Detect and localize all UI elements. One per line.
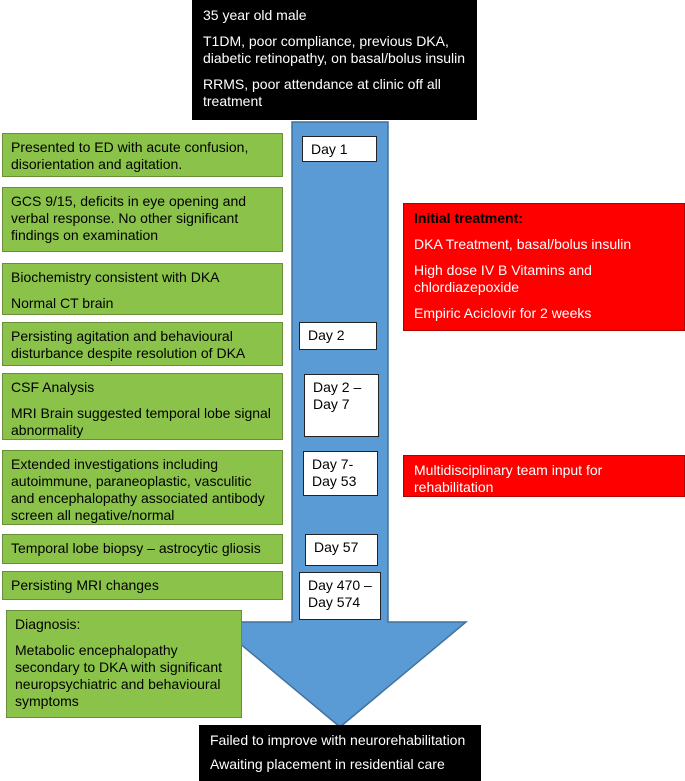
step-text: GCS 9/15, deficits in eye opening and ve… [11, 193, 247, 243]
step-box-csf-mri: CSF Analysis MRI Brain suggested tempora… [2, 373, 283, 440]
initial-treatment-box: Initial treatment: DKA Treatment, basal/… [403, 203, 685, 331]
patient-summary-line: RRMS, poor attendance at clinic off all … [203, 76, 441, 109]
step-text: Presented to ED with acute confusion, di… [11, 139, 249, 172]
step-box-biochemistry: Biochemistry consistent with DKA Normal … [2, 263, 283, 315]
day-label: Day 57 [305, 534, 378, 566]
step-text: Normal CT brain [11, 295, 114, 311]
step-box-biopsy: Temporal lobe biopsy – astrocytic gliosi… [2, 534, 283, 564]
outcome-line: Failed to improve with neurorehabilitati… [210, 732, 466, 748]
step-box-diagnosis: Diagnosis: Metabolic encephalopathy seco… [6, 610, 242, 718]
treatment-item: Empiric Aciclovir for 2 weeks [414, 305, 592, 321]
step-box-mri-changes: Persisting MRI changes [2, 571, 283, 600]
day-label: Day 2 – Day 7 [304, 374, 379, 437]
step-box-presentation: Presented to ED with acute confusion, di… [2, 133, 283, 177]
day-label: Day 470 – Day 574 [299, 572, 381, 620]
step-text: CSF Analysis [11, 379, 95, 395]
treatment-item: High dose IV B Vitamins and chlordiazepo… [414, 262, 592, 295]
step-text: Extended investigations including autoim… [11, 456, 265, 523]
mdt-box: Multidisciplinary team input for rehabil… [403, 455, 685, 497]
day-label: Day 1 [302, 136, 377, 162]
outcome-line: Awaiting placement in residential care [210, 756, 445, 772]
day-label: Day 2 [299, 322, 377, 350]
step-text: Biochemistry consistent with DKA [11, 269, 220, 285]
step-box-gcs: GCS 9/15, deficits in eye opening and ve… [2, 187, 283, 252]
treatment-item: DKA Treatment, basal/bolus insulin [414, 236, 632, 252]
patient-summary-box: 35 year old male T1DM, poor compliance, … [192, 0, 477, 120]
step-text: Persisting agitation and behavioural dis… [11, 328, 246, 361]
patient-summary-line: 35 year old male [203, 7, 307, 23]
step-box-extended-investigations: Extended investigations including autoim… [2, 450, 283, 525]
step-text: Temporal lobe biopsy – astrocytic gliosi… [11, 540, 261, 556]
diagnosis-text: Metabolic encephalopathy secondary to DK… [15, 642, 222, 709]
step-text: Persisting MRI changes [11, 577, 159, 593]
step-box-persisting-agitation: Persisting agitation and behavioural dis… [2, 322, 283, 366]
initial-treatment-title: Initial treatment: [414, 210, 523, 226]
diagnosis-heading: Diagnosis: [15, 616, 81, 632]
day-label: Day 7- Day 53 [303, 451, 378, 496]
patient-summary-line: T1DM, poor compliance, previous DKA, dia… [203, 33, 466, 66]
outcome-box: Failed to improve with neurorehabilitati… [199, 725, 481, 781]
step-text: MRI Brain suggested temporal lobe signal… [11, 405, 271, 438]
mdt-text: Multidisciplinary team input for rehabil… [414, 462, 603, 495]
